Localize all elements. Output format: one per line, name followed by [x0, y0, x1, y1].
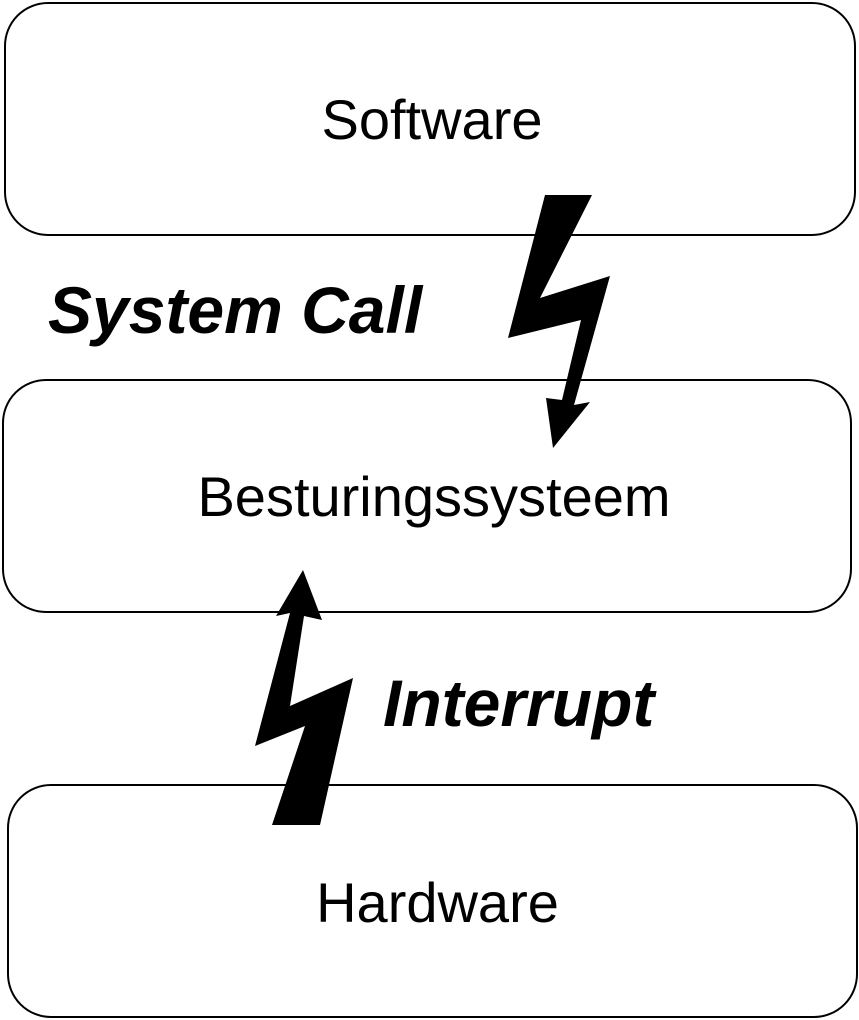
- software-label: Software: [321, 88, 543, 151]
- software-layer-box: Software: [4, 2, 856, 236]
- interrupt-label: Interrupt: [383, 666, 655, 740]
- os-layer-box: Besturingssysteem: [2, 379, 852, 613]
- system-call-label: System Call: [48, 273, 423, 347]
- hardware-layer-box: Hardware: [7, 784, 858, 1018]
- hardware-label: Hardware: [316, 871, 559, 934]
- os-label: Besturingssysteem: [197, 465, 671, 528]
